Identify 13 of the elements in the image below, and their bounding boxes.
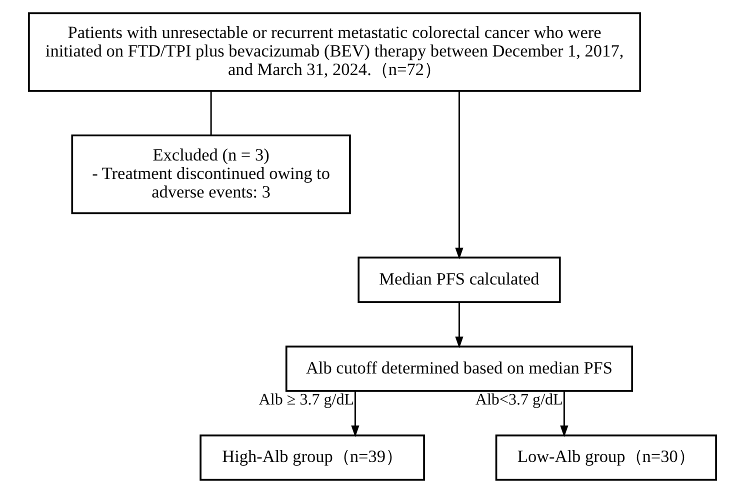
arrow <box>455 302 464 348</box>
edge-label: Alb<3.7 g/dL <box>475 391 563 408</box>
arrow <box>351 391 360 438</box>
arrow <box>560 391 568 438</box>
node-box: High-Alb group（n=39） <box>200 434 425 481</box>
node-box: Alb cutoff determined based on median PFS <box>285 346 634 392</box>
node-box: Patients with unresectable or recurrent metastatic colorectal cancer who were initiated on FTD/TPI plus bevacizumab (BEV) therapy between December 1, 2017, and March 31, 2024.（n=72） <box>28 12 642 92</box>
node-box: Low-Alb group（n=30） <box>495 434 717 481</box>
connector <box>210 91 212 136</box>
node-box: Excluded (n = 3) - Treatment discontinued owing to adverse events: 3 <box>71 134 351 214</box>
arrow <box>455 91 464 260</box>
node-box: Median PFS calculated <box>358 256 561 303</box>
edge-label: Alb ≥ 3.7 g/dL <box>258 391 354 408</box>
